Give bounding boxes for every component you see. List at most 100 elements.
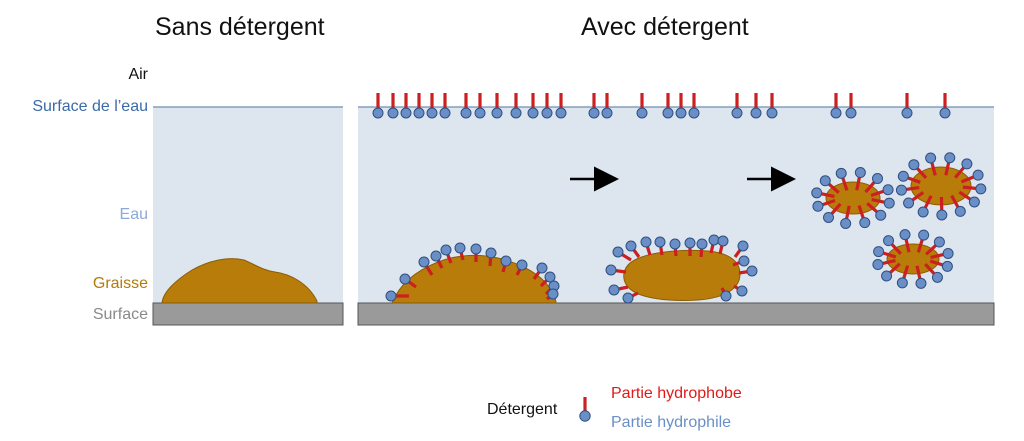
detergent-head: [696, 238, 708, 250]
detergent-head: [908, 159, 920, 171]
detergent-head: [399, 273, 411, 285]
detergent-head: [750, 107, 762, 119]
detergent-head: [418, 256, 430, 268]
detergent-head: [675, 107, 687, 119]
detergent-head: [662, 107, 674, 119]
detergent-head: [654, 236, 666, 248]
detergent-head: [588, 107, 600, 119]
detergent-head: [688, 107, 700, 119]
detergent-head: [608, 284, 620, 296]
detergent-head: [942, 247, 954, 259]
detergent-head: [854, 167, 866, 179]
detergent-head: [440, 244, 452, 256]
label-water: Eau: [119, 206, 148, 223]
detergent-head: [470, 243, 482, 255]
detergent-head: [918, 229, 930, 241]
detergent-head: [605, 264, 617, 276]
label-water-surface: Surface de l’eau: [32, 98, 148, 115]
detergent-head: [717, 235, 729, 247]
detergent-molecules: [372, 93, 987, 304]
detergent-head: [871, 173, 883, 185]
detergent-head: [961, 158, 973, 170]
detergent-head: [766, 107, 778, 119]
detergent-head: [896, 277, 908, 289]
detergent-head: [899, 229, 911, 241]
detergent-head: [491, 107, 503, 119]
detergent-head: [430, 250, 442, 262]
detergent-head: [903, 197, 915, 209]
solid-surface-left: [152, 302, 344, 326]
detergent-head: [372, 107, 384, 119]
detergent-head: [883, 197, 895, 209]
detergent-head: [968, 196, 980, 208]
detergent-head: [474, 107, 486, 119]
detergent-head: [640, 236, 652, 248]
detergent-head: [669, 238, 681, 250]
detergent-head: [936, 209, 948, 221]
legend-detergent-molecule: [579, 397, 591, 422]
detergent-head: [601, 107, 613, 119]
detergent-head: [555, 107, 567, 119]
detergent-head: [901, 107, 913, 119]
detergent-head: [933, 236, 945, 248]
detergent-head: [845, 107, 857, 119]
detergent-head: [941, 260, 953, 272]
detergent-head: [944, 152, 956, 164]
detergent-head: [460, 107, 472, 119]
detergent-head: [547, 288, 559, 300]
detergent-head: [931, 271, 943, 283]
label-grease: Graisse: [92, 275, 148, 292]
detergent-head: [612, 246, 624, 258]
detergent-head: [510, 107, 522, 119]
detergent-head: [738, 255, 750, 267]
legend-hydrophilic-label: Partie hydrophile: [611, 414, 732, 431]
detergent-head: [636, 107, 648, 119]
detergent-head: [385, 290, 397, 302]
detergent-head: [485, 247, 497, 259]
detergent-head: [830, 107, 842, 119]
detergent-head: [823, 211, 835, 223]
detergent-head: [516, 259, 528, 271]
detergent-head: [972, 169, 984, 181]
detergent-head: [925, 152, 937, 164]
detergent-head: [500, 255, 512, 267]
detergent-head: [875, 209, 887, 221]
detergent-head: [731, 107, 743, 119]
legend-detergent-label: Détergent: [487, 401, 558, 418]
detergent-head: [400, 107, 412, 119]
panel-with-detergent: [357, 93, 995, 326]
detergent-head: [527, 107, 539, 119]
detergent-head: [720, 290, 732, 302]
detergent-head: [895, 184, 907, 196]
detergent-head: [939, 107, 951, 119]
detergent-head: [881, 270, 893, 282]
detergent-head: [812, 200, 824, 212]
detergent-head: [736, 285, 748, 297]
detergent-head: [622, 292, 634, 304]
detergent-head: [872, 259, 884, 271]
detergent-head: [811, 187, 823, 199]
detergent-head: [917, 206, 929, 218]
detergent-head: [454, 242, 466, 254]
detergent-head: [915, 277, 927, 289]
panel-without-detergent: [152, 106, 344, 326]
detergent-head: [684, 237, 696, 249]
detergent-head: [882, 184, 894, 196]
title-without-detergent: Sans détergent: [155, 13, 325, 41]
label-air: Air: [128, 66, 148, 83]
detergent-head: [536, 262, 548, 274]
detergent-head: [541, 107, 553, 119]
detergent-head: [859, 217, 871, 229]
detergent-head: [625, 240, 637, 252]
solid-surface-right: [357, 302, 995, 326]
legend-hydrophobic-label: Partie hydrophobe: [611, 385, 742, 402]
detergent-head: [835, 167, 847, 179]
detergent-head: [975, 183, 987, 195]
grease-blob-left: [161, 258, 318, 304]
detergent-head: [439, 107, 451, 119]
detergent-head: [426, 107, 438, 119]
detergent-head: [840, 217, 852, 229]
title-with-detergent: Avec détergent: [581, 13, 749, 41]
label-surface: Surface: [92, 306, 148, 323]
